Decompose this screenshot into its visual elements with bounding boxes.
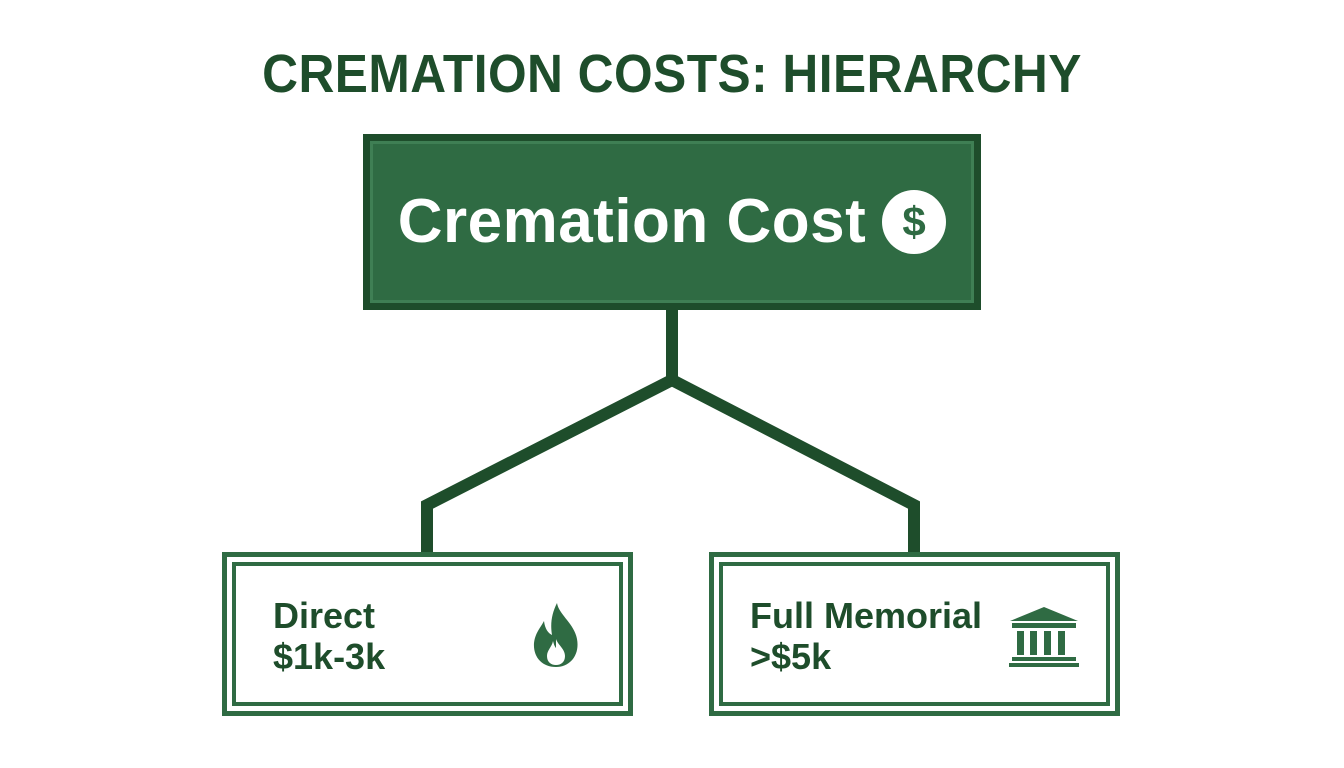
- bank-icon: [1009, 607, 1079, 667]
- child-node-value: $1k-3k: [273, 636, 386, 677]
- child-node-label: Direct: [273, 595, 376, 636]
- dollar-icon: $: [882, 190, 947, 254]
- child-node-label: Full Memorial: [750, 595, 983, 636]
- connector-right-branch: [669, 374, 920, 555]
- diagram-title: CREMATION COSTS: HIERARCHY: [262, 44, 1082, 104]
- child-node-value: >$5k: [750, 636, 832, 677]
- flame-icon: [533, 603, 578, 667]
- svg-text:$: $: [903, 198, 926, 245]
- child-node-full-memorial: Full Memorial >$5k: [709, 552, 1120, 716]
- root-node-label: Cremation Cost: [397, 187, 867, 256]
- child-node-direct: Direct $1k-3k: [222, 552, 633, 716]
- connector-left-branch: [421, 374, 675, 555]
- root-node: Cremation Cost $: [363, 134, 981, 310]
